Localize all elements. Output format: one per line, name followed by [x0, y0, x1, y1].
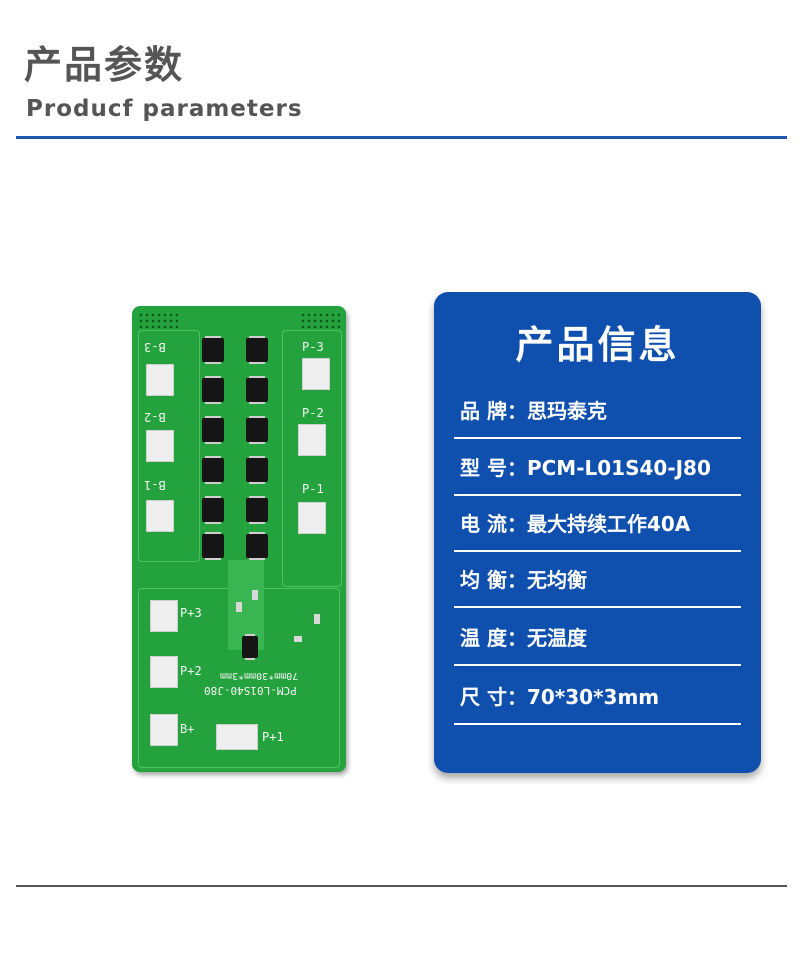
- product-info-card: 产品信息 品 牌：思玛泰克 型 号：PCM-L01S40-J80 电 流：最大持…: [434, 292, 761, 773]
- pcb-pad-b2: [146, 430, 174, 462]
- info-row-text: 均 衡：无均衡: [460, 568, 587, 592]
- pcb-component: [314, 614, 320, 624]
- row-divider: [454, 437, 741, 439]
- page-title-cn: 产品参数: [24, 43, 185, 87]
- info-row-text: 品 牌：思玛泰克: [460, 399, 607, 423]
- pcb-pad-p3: [302, 358, 330, 390]
- pcb-mosfet: [246, 456, 268, 484]
- info-row-balance: 均 衡：无均衡: [454, 552, 741, 608]
- row-divider: [454, 550, 741, 552]
- pcb-mosfet: [202, 456, 224, 484]
- page-title-en: Producf parameters: [26, 96, 303, 122]
- pcb-label-p1: P-1: [302, 482, 324, 496]
- info-row-brand: 品 牌：思玛泰克: [454, 383, 741, 439]
- card-title: 产品信息: [515, 323, 680, 367]
- info-row-size: 尺 寸：70*30*3mm: [454, 669, 741, 725]
- pcb-component: [252, 590, 258, 600]
- pcb-component: [236, 602, 242, 612]
- pcb-pad-p2: [298, 424, 326, 456]
- info-row-text: 电 流：最大持续工作40A: [460, 512, 691, 536]
- pcb-label-p2: P-2: [302, 406, 324, 420]
- pcb-label-pp3: P+3: [180, 606, 202, 620]
- pcb-model-silk: PCM-L01S40-J80: [204, 684, 297, 697]
- pcb-label-b3: B-3: [144, 340, 166, 354]
- pcb-zone-left: [138, 330, 200, 562]
- pcb-mosfet: [246, 336, 268, 364]
- pcb-label-bp: B+: [180, 722, 195, 736]
- pcb-ic: [242, 634, 258, 660]
- pcb-pad-pp3: [150, 600, 178, 632]
- info-row-text: 型 号：PCM-L01S40-J80: [460, 456, 711, 480]
- pcb-mosfet: [246, 496, 268, 524]
- pcb-mosfet: [202, 416, 224, 444]
- pcb-mosfet: [202, 336, 224, 364]
- pcb-mosfet: [202, 496, 224, 524]
- pcb-component: [294, 636, 302, 642]
- footer-divider: [16, 885, 787, 887]
- pcb-mosfet: [202, 376, 224, 404]
- info-row-text: 尺 寸：70*30*3mm: [460, 685, 660, 709]
- info-row-current: 电 流：最大持续工作40A: [454, 496, 741, 552]
- pcb-mosfet: [246, 416, 268, 444]
- pcb-pad-p1: [298, 502, 326, 534]
- row-divider: [454, 606, 741, 608]
- pcb-mosfet: [202, 532, 224, 560]
- info-row-text: 温 度：无温度: [460, 626, 587, 650]
- pcb-size-silk: 70mm*30mm*3mm: [220, 670, 299, 681]
- pcb-pad-pp2: [150, 656, 178, 688]
- pcb-pad-bp: [150, 714, 178, 746]
- pcb-pad-b3: [146, 364, 174, 396]
- pcb-label-b2: B-2: [144, 410, 166, 424]
- row-divider: [454, 723, 741, 725]
- pcb-pad-b1: [146, 500, 174, 532]
- pcb-via-field: [138, 312, 178, 328]
- info-row-model: 型 号：PCM-L01S40-J80: [454, 440, 741, 496]
- pcb-mosfet: [246, 376, 268, 404]
- title-divider: [16, 136, 787, 139]
- pcb-board-image: B-3 B-2 B-1 P-3 P-2 P-1 P+3 P+2 B+ P+1 7…: [132, 306, 346, 772]
- pcb-label-p3: P-3: [302, 340, 324, 354]
- row-divider: [454, 664, 741, 666]
- pcb-zone-right: [282, 330, 342, 587]
- pcb-label-b1: B-1: [144, 478, 166, 492]
- pcb-via-field: [300, 312, 340, 328]
- pcb-pad-pp1: [216, 724, 258, 750]
- pcb-label-pp1: P+1: [262, 730, 284, 744]
- info-row-temperature: 温 度：无温度: [454, 610, 741, 666]
- pcb-mosfet: [246, 532, 268, 560]
- pcb-label-pp2: P+2: [180, 664, 202, 678]
- row-divider: [454, 494, 741, 496]
